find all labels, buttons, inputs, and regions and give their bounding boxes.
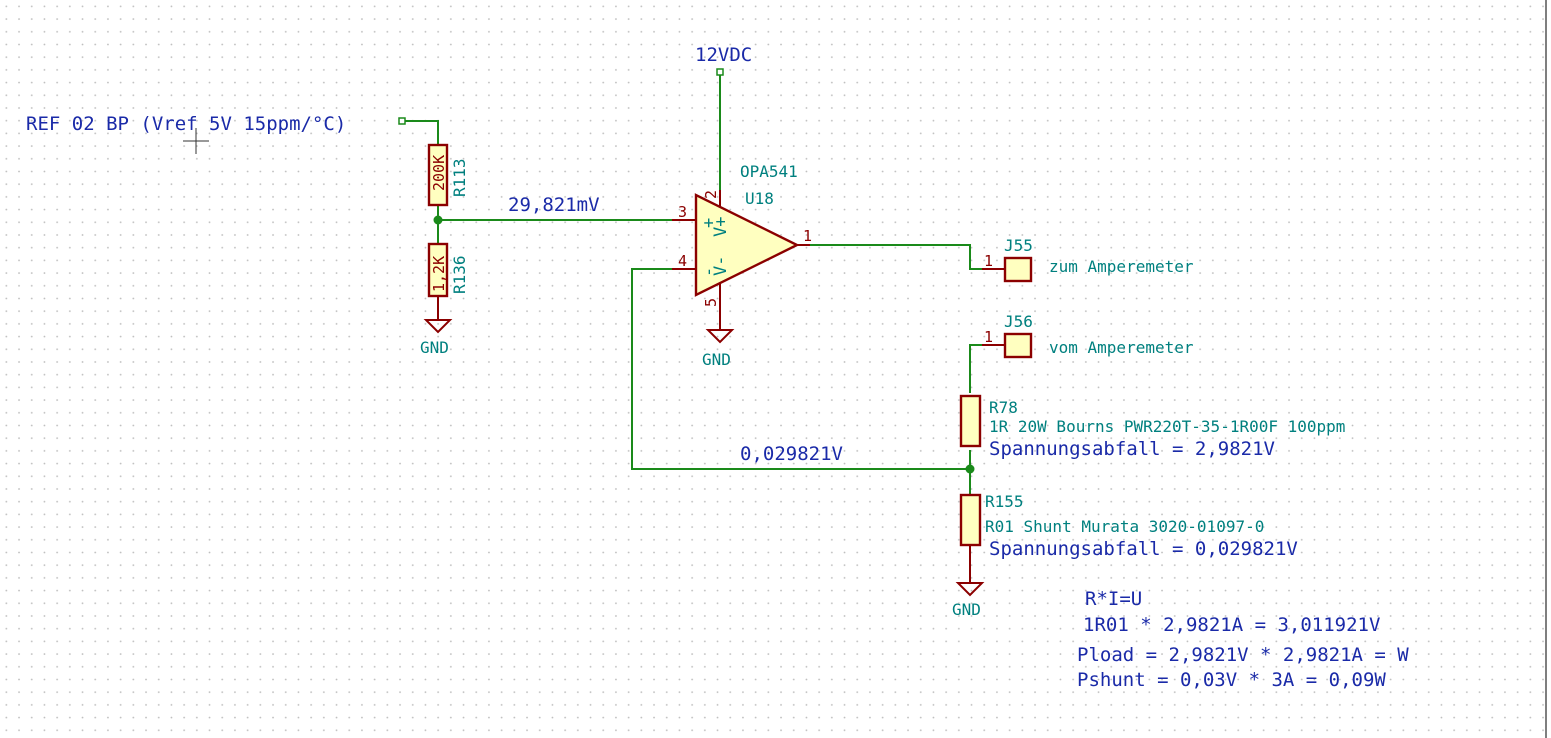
opamp-pin-4: 4 <box>678 252 687 270</box>
note-pload: Pload = 2,9821V * 2,9821A = W <box>1077 644 1409 666</box>
opamp-pin-5: 5 <box>702 298 720 307</box>
opamp-symbol-minus: - <box>699 267 719 277</box>
r155-ref: R155 <box>985 492 1024 511</box>
note-pshunt: Pshunt = 0,03V * 3A = 0,09W <box>1077 669 1386 691</box>
opamp-symbol-vminus: V- <box>711 256 731 276</box>
junction-dot <box>965 464 975 474</box>
wires <box>398 68 1005 495</box>
j56-ref: J56 <box>1004 312 1033 331</box>
r78-voltage-drop: Spannungsabfall = 2,9821V <box>989 438 1275 460</box>
net-label-feedback: 0,029821V <box>740 443 843 465</box>
r136-value: 1,2K <box>430 256 448 292</box>
supply-port-marker <box>716 68 724 76</box>
r155-description: R01 Shunt Murata 3020-01097-0 <box>985 517 1264 536</box>
opamp-ref: U18 <box>745 189 774 208</box>
resistor-r136[interactable]: 1,2K R136 <box>427 242 469 298</box>
j55-label: zum Amperemeter <box>1049 257 1194 276</box>
j55-ref: J55 <box>1004 236 1033 255</box>
cursor-crosshair-icon <box>183 128 209 154</box>
resistor-r78[interactable] <box>959 394 982 448</box>
connector-j56[interactable]: 1 <box>982 328 1033 359</box>
gnd-label: GND <box>420 338 449 357</box>
j56-pin: 1 <box>984 328 993 346</box>
connector-j55[interactable]: 1 <box>982 252 1033 283</box>
opamp-value: OPA541 <box>740 162 798 181</box>
gnd-label: GND <box>702 350 731 369</box>
r155-voltage-drop: Spannungsabfall = 0,029821V <box>989 538 1298 560</box>
r78-description: 1R 20W Bourns PWR220T-35-1R00F 100ppm <box>989 417 1345 436</box>
ground-symbol <box>423 296 453 334</box>
r136-ref: R136 <box>450 255 469 294</box>
ground-symbol <box>955 582 985 597</box>
gnd-label: GND <box>952 600 981 619</box>
resistor-r155[interactable] <box>959 493 982 583</box>
junction-dot <box>433 215 443 225</box>
ground-symbol <box>705 329 735 344</box>
supply-label: 12VDC <box>695 44 752 66</box>
opamp-pin-2: 2 <box>702 190 720 199</box>
ref-port-marker <box>398 117 406 125</box>
opamp-pin-3: 3 <box>678 203 687 221</box>
opamp-u18[interactable]: 3 4 2 5 1 + - V+ V- <box>672 190 812 330</box>
opamp-pin-1: 1 <box>803 227 812 245</box>
opamp-symbol-plus: + <box>699 218 719 228</box>
j55-pin: 1 <box>984 252 993 270</box>
resistor-r113[interactable]: 200K R113 <box>427 143 469 207</box>
opamp-symbol-vplus: V+ <box>711 217 731 237</box>
r78-ref: R78 <box>989 398 1018 417</box>
j56-label: vom Amperemeter <box>1049 338 1194 357</box>
r113-ref: R113 <box>450 158 469 197</box>
r113-value: 200K <box>430 155 448 191</box>
note-ohms-law: R*I=U <box>1085 588 1142 610</box>
ref-source-label: REF 02 BP (Vref 5V 15ppm/°C) <box>26 113 346 135</box>
note-voltage-calc: 1R01 * 2,9821A = 3,011921V <box>1083 614 1380 636</box>
net-label-plus-input: 29,821mV <box>508 194 600 216</box>
